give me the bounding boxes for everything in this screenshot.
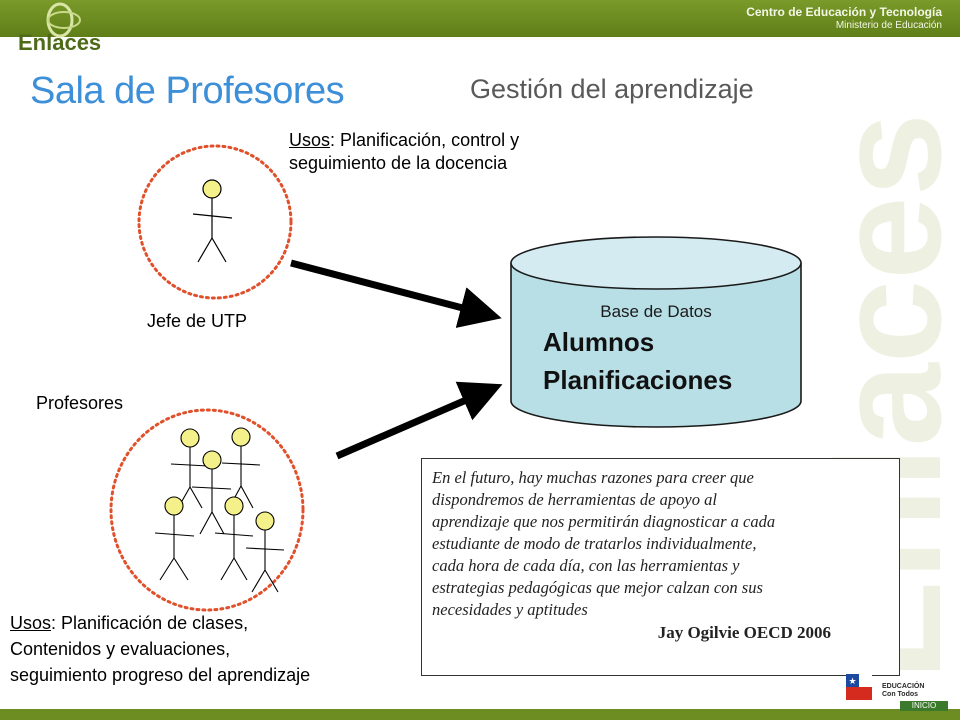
database-contents: Alumnos Planificaciones (543, 323, 732, 399)
quote-line: dispondremos de herramientas de apoyo al (432, 490, 717, 509)
jefe-utp-figure-icon (192, 179, 233, 263)
profesor-figure-icon (170, 428, 209, 509)
database-label: Base de Datos (600, 302, 712, 321)
profesor-figure-icon (154, 496, 195, 581)
svg-text:★: ★ (848, 676, 856, 686)
utp-usos-label: Usos (289, 130, 331, 150)
profesor-figure-icon (214, 496, 254, 581)
footer-band (0, 709, 960, 720)
utp-to-db-arrow (290, 259, 502, 328)
profesores-usos-text: Usos: Planificación de clases, Contenido… (10, 610, 310, 688)
utp-role-label: Jefe de UTP (147, 311, 248, 331)
gobierno-chile-seal-icon: ★ (846, 674, 872, 700)
utp-usos-line1: : Planificación, control y (330, 130, 520, 150)
database-item-alumnos: Alumnos (543, 327, 655, 357)
profesores-usos-label: Usos (10, 613, 52, 633)
profesor-figure-icon (245, 511, 285, 593)
profesores-circle (109, 408, 305, 612)
profesor-figure-icon (191, 450, 232, 535)
seal-line: EDUCACIÓN (882, 683, 925, 690)
seal-line: Con Todos (882, 691, 919, 698)
profesores-to-db-arrow (335, 381, 503, 460)
enlaces-logo[interactable]: Enlaces (18, 30, 102, 55)
page-subtitle: Gestión del aprendizaje (470, 74, 754, 104)
utp-usos-line2: seguimiento de la docencia (289, 153, 508, 173)
education-seal-text: EDUCACIÓN Con Todos (882, 683, 924, 699)
page-title: Sala de Profesores (30, 70, 345, 112)
ministry-name: Ministerio de Educación (835, 20, 942, 31)
quote-line: necesidades y aptitudes (432, 600, 588, 619)
enlaces-logo-swirl-icon (46, 2, 81, 38)
header-organization: Centro de Educación y Tecnología Ministe… (746, 6, 942, 32)
profesores-usos-line3: seguimiento progreso del aprendizaje (10, 665, 311, 685)
quote-author: Jay Ogilvie OECD 2006 (657, 623, 831, 642)
utp-usos-text: Usos: Planificación, control y seguimien… (289, 129, 519, 175)
quote-line: estudiante de modo de tratarlos individu… (432, 534, 757, 553)
quote-line: estrategias pedagógicas que mejor calzan… (432, 578, 763, 597)
quote-line: En el futuro, hay muchas razones para cr… (432, 468, 754, 487)
utp-circle (137, 144, 293, 300)
profesores-role-label: Profesores (36, 393, 124, 413)
database-item-planificaciones: Planificaciones (543, 365, 733, 395)
quote-line: cada hora de cada día, con las herramien… (432, 556, 740, 575)
profesores-usos-line2: Contenidos y evaluaciones, (10, 639, 231, 659)
quote-box: En el futuro, hay muchas razones para cr… (421, 458, 900, 676)
org-name: Centro de Educación y Tecnología (746, 5, 942, 19)
quote-line: aprendizaje que nos permitirán diagnosti… (432, 512, 776, 531)
inicio-button[interactable]: INICIO (900, 701, 948, 711)
profesor-figure-icon (221, 427, 261, 509)
quote-text: En el futuro, hay muchas razones para cr… (432, 467, 889, 621)
database-cylinder-icon (510, 236, 802, 428)
header-band (0, 0, 960, 37)
profesores-usos-line1: : Planificación de clases, (51, 613, 249, 633)
